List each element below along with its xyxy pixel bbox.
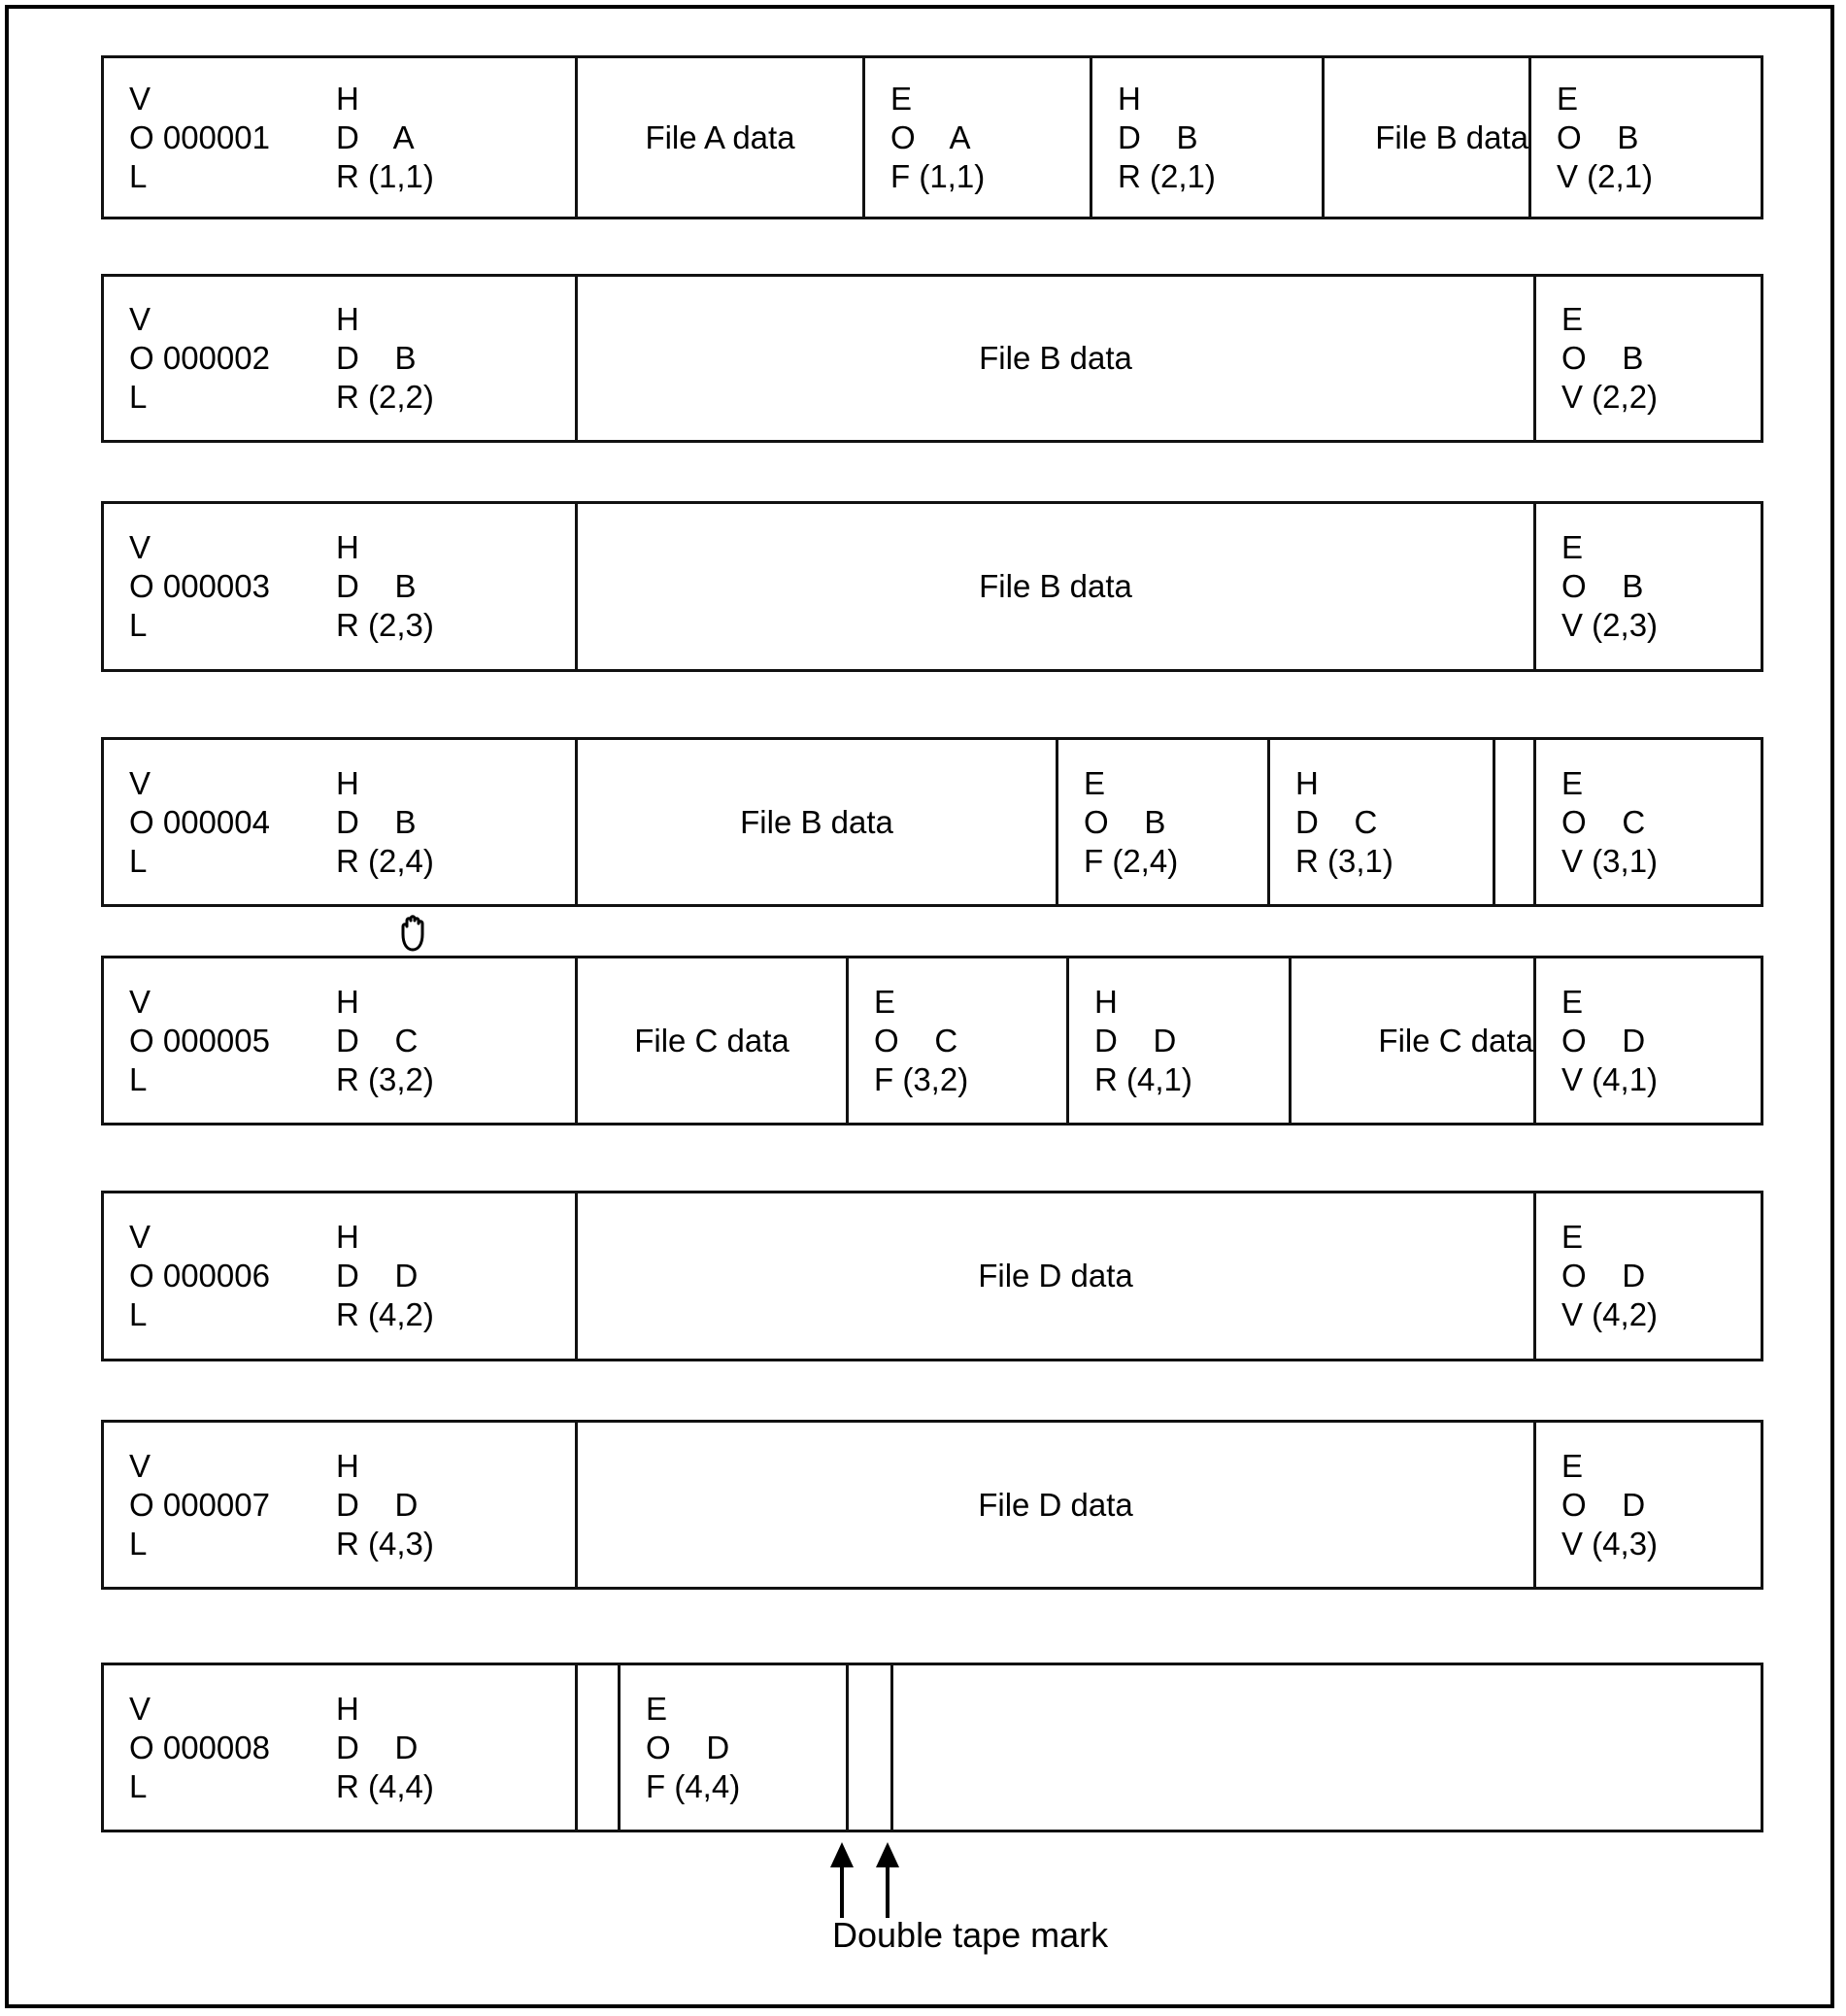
eof-marker-cell: E O A F (1,1) [865,58,1092,217]
file-data-label: File B data [979,340,1132,376]
hdr-label-text: H D B R (2,4) [336,764,434,879]
file-data-label: File A data [645,118,795,155]
eof-label-text: E O C F (3,2) [874,983,969,1097]
eov-label-text: E O D V (4,2) [1561,1219,1659,1332]
hdr-label-text: H D D R (4,3) [336,1447,434,1562]
vol-label-text: V O 000007 L [129,1447,270,1562]
volume-label-cell: V O 000003 L H D B R (2,3) [104,504,578,669]
eof-marker-cell: E O B F (2,4) [1058,740,1270,904]
tape-mark-arrow-2 [876,1842,899,1918]
vol-label-text: V O 000008 L [129,1690,270,1804]
eov-label-text: E O B V (2,3) [1561,529,1659,643]
volume-label-cell: V O 000001 L H D A R (1,1) [104,58,578,217]
file-data-cell: File D data [578,1193,1536,1359]
eov-marker-cell: E O D V (4,3) [1536,1423,1765,1587]
tape-gap-cell [1495,740,1536,904]
eof-label-text: E O B F (2,4) [1084,764,1179,879]
hdr-marker-cell: H D C R (3,1) [1270,740,1495,904]
file-data-cell: File B data [578,740,1058,904]
file-data-label: File B data [740,803,893,840]
hdr-marker-text: H D C R (3,1) [1295,764,1393,879]
grabbing-hand-cursor [401,915,424,952]
hdr-marker-text: H D D R (4,1) [1094,983,1192,1097]
hdr-label-text: H D D R (4,2) [336,1219,434,1332]
hdr-marker-cell: H D D R (4,1) [1069,958,1292,1123]
file-data-cell: File A data [578,58,865,217]
volume-label-cell: V O 000008 L H D D R (4,4) [104,1665,578,1830]
volume-label-cell: V O 000005 L H D C R (3,2) [104,958,578,1123]
hdr-label-text: H D B R (2,3) [336,529,434,643]
eov-label-text: E O C V (3,1) [1561,764,1659,879]
tape-row: V O 000001 L H D A R (1,1) File A data E … [101,55,1763,219]
file-data-cell: File C data [1292,958,1536,1123]
eov-marker-cell: E O B V (2,2) [1536,277,1765,440]
eov-label-text: E O B V (2,2) [1561,301,1659,415]
file-data-label: File C data [1378,1022,1533,1058]
vol-label-text: V O 000003 L [129,529,270,643]
hdr-label-text: H D D R (4,4) [336,1690,434,1804]
eof-label-text: E O D F (4,4) [646,1690,741,1804]
file-data-cell: File D data [578,1423,1536,1587]
tape-mark-cell-1 [849,1665,893,1830]
file-data-label: File B data [1375,118,1528,155]
eov-marker-cell: E O D V (4,2) [1536,1193,1765,1359]
tape-gap-cell [578,1665,621,1830]
eov-marker-cell: E O B V (2,1) [1531,58,1761,217]
vol-label-text: V O 000005 L [129,983,270,1097]
file-data-label: File B data [979,568,1132,604]
eov-label-text: E O B V (2,1) [1557,80,1654,194]
tape-row: V O 000002 L H D B R (2,2) File B data E … [101,274,1763,443]
tape-row: V O 000005 L H D C R (3,2) File C data E … [101,956,1763,1126]
eof-marker-cell: E O D F (4,4) [621,1665,849,1830]
tape-row: V O 000003 L H D B R (2,3) File B data E … [101,501,1763,672]
eov-label-text: E O D V (4,3) [1561,1447,1659,1562]
eov-marker-cell: E O B V (2,3) [1536,504,1765,669]
file-data-cell: File B data [578,277,1536,440]
eov-marker-cell: E O C V (3,1) [1536,740,1766,904]
file-data-label: File C data [634,1022,789,1058]
hdr-label-text: H D C R (3,2) [336,983,434,1097]
file-data-cell: File B data [578,504,1536,669]
eov-marker-cell: E O D V (4,1) [1536,958,1766,1123]
eof-label-text: E O A F (1,1) [890,80,986,194]
volume-label-cell: V O 000002 L H D B R (2,2) [104,277,578,440]
double-tape-mark-caption: Double tape mark [832,1915,1109,1955]
tape-row: V O 000006 L H D D R (4,2) File D data E … [101,1191,1763,1361]
hdr-marker-text: H D B R (2,1) [1118,80,1216,194]
volume-label-cell: V O 000007 L H D D R (4,3) [104,1423,578,1587]
file-data-cell: File C data [578,958,849,1123]
vol-label-text: V O 000004 L [129,764,270,879]
eof-marker-cell: E O C F (3,2) [849,958,1069,1123]
tape-row: V O 000004 L H D B R (2,4) File B data E … [101,737,1763,907]
hdr-label-text: H D A R (1,1) [336,80,434,194]
file-data-label: File D data [978,1486,1133,1523]
file-data-cell: File B data [1325,58,1531,217]
volume-label-cell: V O 000004 L H D B R (2,4) [104,740,578,904]
vol-label-text: V O 000006 L [129,1219,270,1332]
tape-row: V O 000008 L H D D R (4,4) E O D F (4,4) [101,1663,1763,1832]
volume-label-cell: V O 000006 L H D D R (4,2) [104,1193,578,1359]
hdr-label-text: H D B R (2,2) [336,301,434,415]
tape-row: V O 000007 L H D D R (4,3) File D data E … [101,1420,1763,1590]
vol-label-text: V O 000002 L [129,301,270,415]
blank-tape-cell [893,1665,1766,1830]
vol-label-text: V O 000001 L [129,80,270,194]
eov-label-text: E O D V (4,1) [1561,983,1659,1097]
hdr-marker-cell: H D B R (2,1) [1092,58,1325,217]
tape-mark-arrow-1 [830,1842,854,1918]
diagram-outer-frame: V O 000001 L H D A R (1,1) File A data E … [5,5,1834,2008]
file-data-label: File D data [978,1258,1133,1294]
